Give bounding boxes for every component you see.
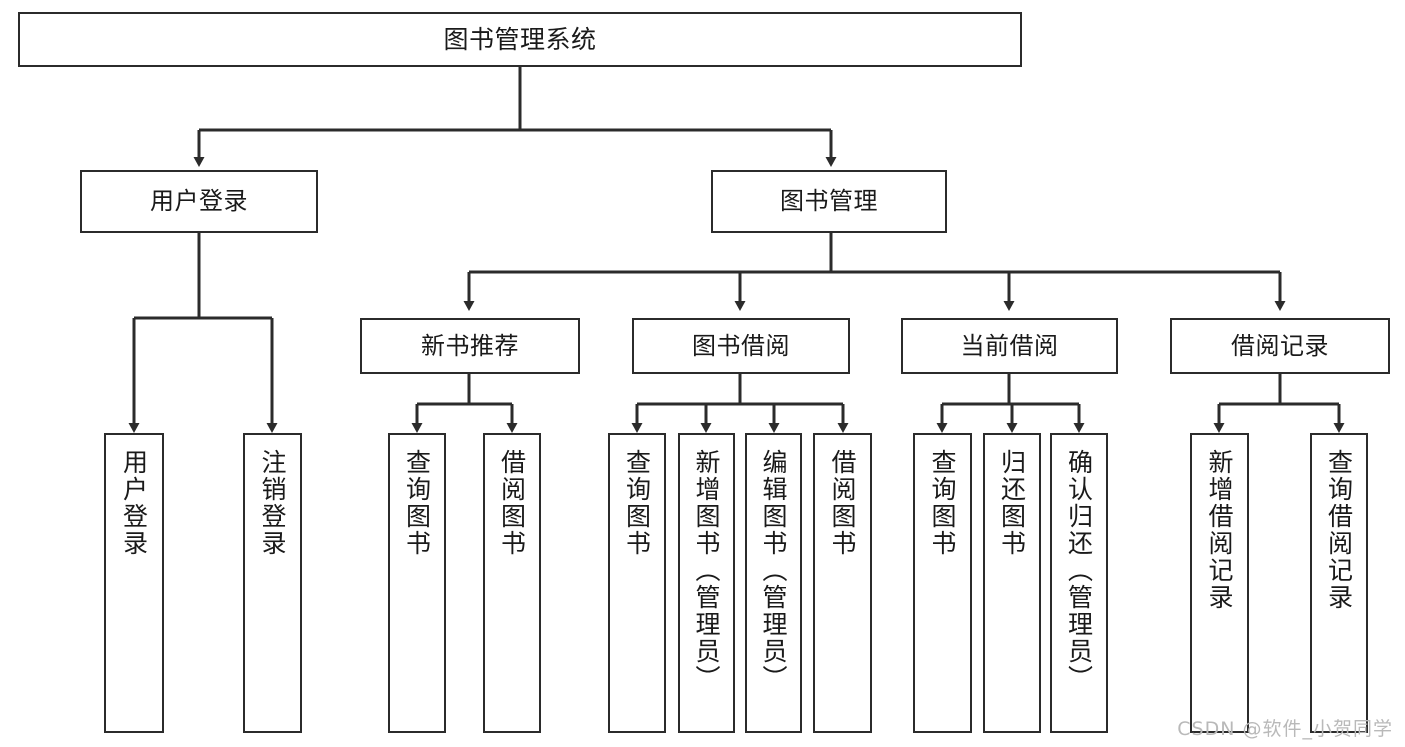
node-label: 新增图书（管理员） [692, 449, 721, 692]
node-label: 注销登录 [258, 449, 287, 557]
node-new-book-recommend[interactable]: 新书推荐 [360, 318, 580, 374]
node-leaf-borrow-book[interactable]: 借阅图书 [813, 433, 872, 733]
node-label: 借阅图书 [828, 449, 857, 557]
node-label: 新增借阅记录 [1205, 449, 1234, 611]
node-label: 图书借阅 [692, 331, 790, 360]
node-label: 查询图书 [402, 449, 432, 557]
node-borrow-record[interactable]: 借阅记录 [1170, 318, 1390, 374]
node-root-book-management-system[interactable]: 图书管理系统 [18, 12, 1022, 67]
node-label: 图书管理系统 [443, 24, 597, 54]
node-leaf-query-book-borrow[interactable]: 查询图书 [608, 433, 666, 733]
node-label: 查询图书 [622, 449, 652, 557]
node-leaf-borrow-book-recommend[interactable]: 借阅图书 [483, 433, 541, 733]
node-label: 当前借阅 [960, 331, 1059, 360]
node-leaf-logout[interactable]: 注销登录 [243, 433, 302, 733]
node-leaf-query-book-recommend[interactable]: 查询图书 [388, 433, 446, 733]
node-leaf-add-book-admin[interactable]: 新增图书（管理员） [678, 433, 735, 733]
watermark: CSDN @软件_小贺同学 [1177, 718, 1393, 740]
node-current-borrow[interactable]: 当前借阅 [901, 318, 1118, 374]
node-leaf-query-book-current[interactable]: 查询图书 [913, 433, 972, 733]
node-leaf-query-borrow-record[interactable]: 查询借阅记录 [1310, 433, 1368, 733]
node-user-login[interactable]: 用户登录 [80, 170, 318, 233]
node-leaf-edit-book-admin[interactable]: 编辑图书（管理员） [745, 433, 802, 733]
node-label: 编辑图书（管理员） [759, 449, 788, 692]
node-label: 借阅记录 [1231, 331, 1329, 360]
node-leaf-return-book[interactable]: 归还图书 [983, 433, 1041, 733]
node-book-management[interactable]: 图书管理 [711, 170, 947, 233]
node-label: 借阅图书 [497, 449, 527, 557]
node-label: 新书推荐 [421, 331, 519, 360]
node-label: 查询图书 [928, 449, 957, 557]
node-label: 查询借阅记录 [1324, 449, 1354, 611]
node-leaf-add-borrow-record[interactable]: 新增借阅记录 [1190, 433, 1249, 733]
node-label: 确认归还（管理员） [1064, 449, 1094, 692]
node-label: 用户登录 [150, 187, 248, 216]
node-label: 用户登录 [119, 449, 149, 557]
node-label: 归还图书 [997, 449, 1027, 557]
node-leaf-user-login[interactable]: 用户登录 [104, 433, 164, 733]
node-label: 图书管理 [780, 187, 878, 216]
node-book-borrow[interactable]: 图书借阅 [632, 318, 850, 374]
node-leaf-confirm-return-admin[interactable]: 确认归还（管理员） [1050, 433, 1108, 733]
